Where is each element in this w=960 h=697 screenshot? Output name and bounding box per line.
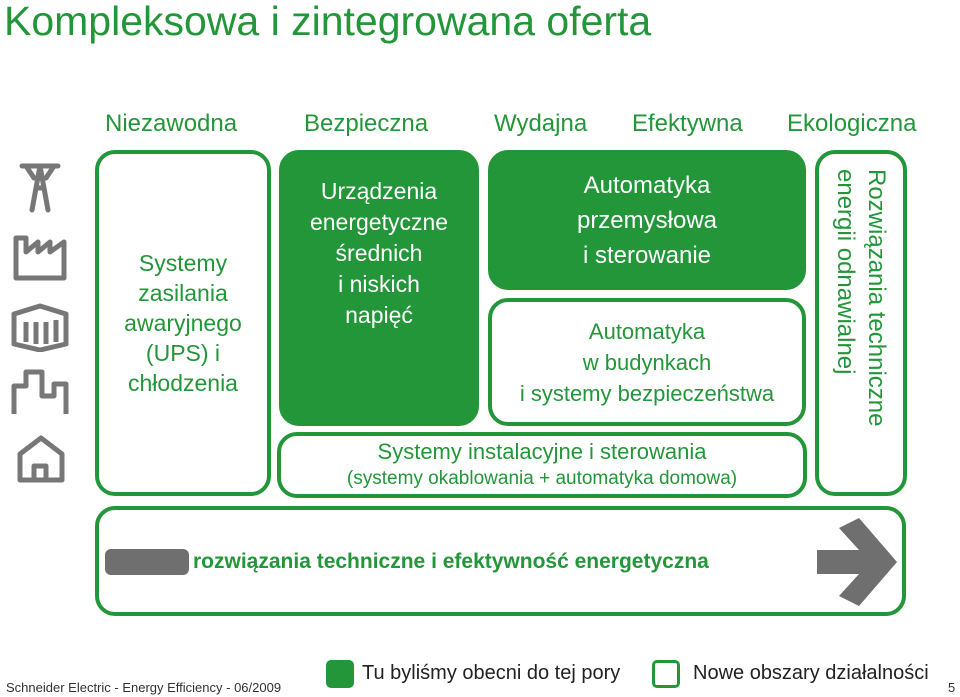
- footer-company: Schneider Electric - Energy Efficiency -…: [6, 680, 282, 695]
- mv-line-4: i niskich: [338, 270, 420, 297]
- energy-efficiency-banner: rozwiązania techniczne i efektywność ene…: [95, 506, 906, 616]
- ups-cooling-box: Systemy zasilania awaryjnego (UPS) i chł…: [95, 150, 271, 496]
- factory-icon: [12, 230, 68, 282]
- page-number: 5: [948, 680, 956, 695]
- house-icon: [14, 432, 68, 484]
- legend-filled-swatch: [326, 660, 354, 688]
- installation-line-1: Systemy instalacyjne i sterowania: [377, 439, 707, 464]
- legend-outline-label: Nowe obszary działalności: [693, 662, 929, 684]
- ups-line-5: chłodzenia: [128, 370, 238, 396]
- power-pylon-icon: [14, 158, 66, 214]
- arrow-right-icon: [817, 518, 899, 608]
- renewable-line-2: energii odnawialnej: [832, 169, 859, 375]
- building-line-2: w budynkach: [582, 349, 712, 375]
- buildings-icon: [10, 366, 70, 418]
- data-center-icon: [10, 300, 70, 352]
- mv-line-2: energetyczne: [309, 208, 449, 235]
- column-header-niezawodna: Niezawodna: [105, 110, 238, 137]
- renewable-line-1: Rozwiązania techniczne: [863, 169, 890, 427]
- industrial-automation-box: Automatyka przemysłowa i sterowanie: [488, 150, 806, 290]
- industrial-line-2: przemysłowa: [576, 206, 718, 234]
- mv-line-5: napięć: [345, 301, 413, 328]
- industrial-line-3: i sterowanie: [582, 241, 712, 269]
- mv-line-3: średnich: [335, 239, 423, 266]
- legend-filled-label: Tu byliśmy obecni do tej pory: [362, 662, 621, 684]
- building-automation-box: Automatyka w budynkach i systemy bezpiec…: [488, 298, 806, 426]
- column-header-wydajna: Wydajna: [494, 110, 588, 137]
- ups-line-1: Systemy: [138, 250, 228, 276]
- renewable-energy-box: Rozwiązania techniczne energii odnawialn…: [815, 150, 907, 496]
- column-header-efektywna: Efektywna: [632, 110, 743, 137]
- building-line-1: Automatyka: [588, 318, 706, 344]
- legend-outline-swatch: [652, 660, 680, 688]
- installation-line-2: (systemy okablowania + automatyka domowa…: [346, 468, 738, 489]
- banner-arrow-tail: [105, 549, 189, 575]
- ups-line-4: (UPS) i: [145, 340, 221, 366]
- column-header-ekologiczna: Ekologiczna: [787, 110, 917, 137]
- ups-line-3: awaryjnego: [124, 310, 242, 336]
- banner-label: rozwiązania techniczne i efektywność ene…: [193, 550, 709, 573]
- column-header-bezpieczna: Bezpieczna: [304, 110, 429, 137]
- ups-line-2: zasilania: [138, 280, 228, 306]
- industrial-line-1: Automatyka: [583, 171, 711, 199]
- medium-low-voltage-box: Urządzenia energetyczne średnich i niski…: [279, 150, 479, 426]
- installation-systems-box: Systemy instalacyjne i sterowania (syste…: [277, 432, 807, 498]
- building-line-3: i systemy bezpieczeństwa: [519, 380, 775, 406]
- mv-line-1: Urządzenia: [320, 177, 438, 204]
- page-title: Kompleksowa i zintegrowana oferta: [4, 0, 652, 44]
